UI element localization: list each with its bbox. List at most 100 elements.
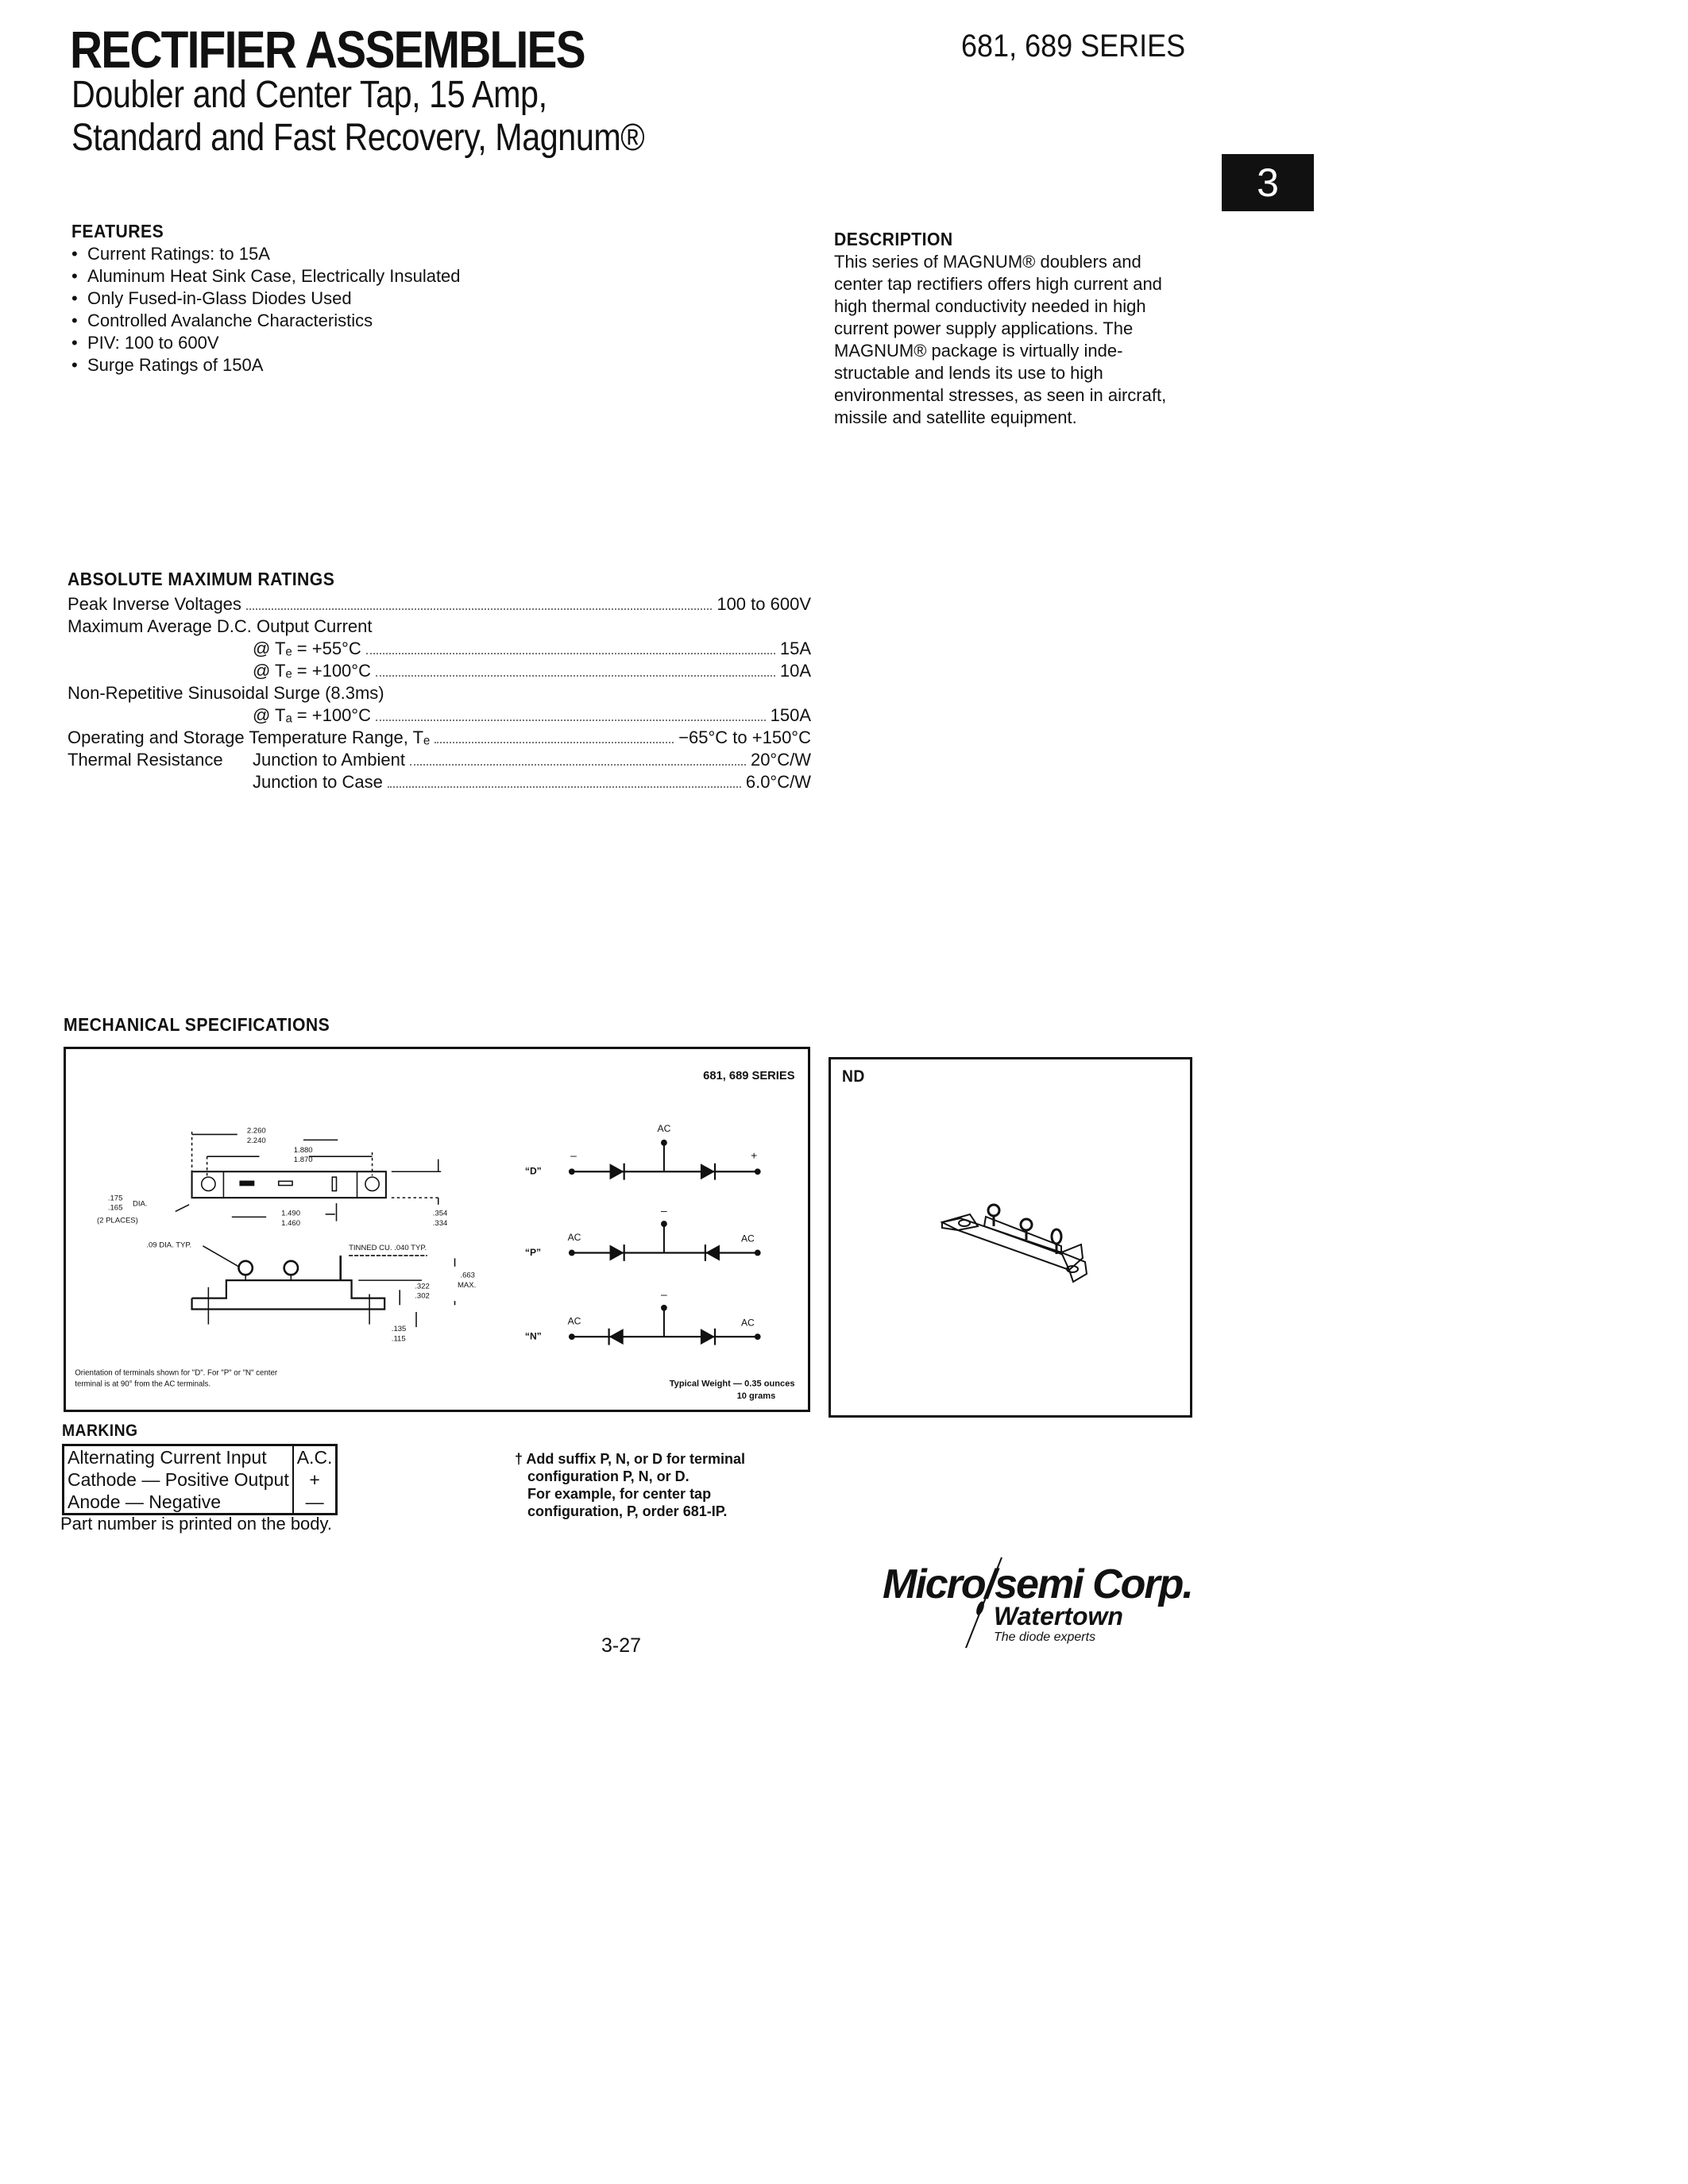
- leader-dots: [435, 742, 674, 743]
- marking-symbol: A.C.: [292, 1445, 337, 1468]
- section-tab: 3: [1222, 154, 1314, 211]
- feature-item: •Aluminum Heat Sink Case, Electrically I…: [71, 266, 461, 286]
- mounting-hole-icon: [365, 1176, 380, 1192]
- rating-row-current: Maximum Average D.C. Output Current: [68, 615, 811, 637]
- dim-flange-min: .115: [392, 1334, 406, 1343]
- diode-icon: [609, 1163, 624, 1180]
- microsemi-logo: Micro/semi Corp. Watertown The diode exp…: [883, 1551, 1194, 1650]
- dim-height-label: MAX.: [458, 1281, 476, 1290]
- features-list: •Current Ratings: to 15A •Aluminum Heat …: [71, 243, 461, 376]
- rating-value: 6.0°C/W: [745, 772, 811, 792]
- marking-row: Anode — Negative—: [64, 1491, 337, 1515]
- terminal-eyelet-icon: [283, 1260, 299, 1276]
- dim-body-h-max: .322: [415, 1283, 430, 1291]
- bullet-icon: •: [71, 244, 78, 264]
- rating-row-temp: Operating and Storage Temperature Range,…: [68, 726, 811, 748]
- dim-hole-places: (2 PLACES): [97, 1216, 138, 1225]
- feature-item: •Only Fused-in-Glass Diodes Used: [71, 288, 352, 308]
- terminal-eyelet-icon: [238, 1260, 254, 1276]
- terminal-label: AC: [741, 1233, 755, 1244]
- marking-desc: Anode — Negative: [68, 1491, 222, 1512]
- dim-hole-dia-label: DIA.: [133, 1200, 148, 1209]
- orientation-note: terminal is at 90° from the AC terminals…: [75, 1380, 211, 1389]
- side-view: .09 DIA. TYP. TINNED CU. .040 TYP. .663 …: [146, 1241, 476, 1344]
- rating-label: Peak Inverse Voltages: [68, 594, 241, 614]
- top-view: 2.260 2.240 1.880 1.870 1.490 1.460 .354…: [97, 1127, 448, 1228]
- description-line: high thermal conductivity needed in high: [834, 296, 1146, 316]
- page-number: 3-27: [601, 1634, 642, 1657]
- dim-body-max: 1.490: [281, 1210, 300, 1218]
- feature-item: •Current Ratings: to 15A: [71, 244, 270, 264]
- dim-hole-min: 1.870: [294, 1156, 313, 1164]
- dim-hole-max: 1.880: [294, 1146, 313, 1155]
- order-note-line: † Add suffix P, N, or D for terminal: [515, 1451, 746, 1467]
- feature-item: •PIV: 100 to 600V: [71, 333, 219, 353]
- order-note-line: configuration P, N, or D.: [527, 1468, 689, 1484]
- typical-weight: Typical Weight — 0.35 ounces: [670, 1379, 795, 1389]
- description-line: current power supply applications. The: [834, 318, 1134, 338]
- schematic-d: “D” – AC +: [525, 1123, 761, 1180]
- rating-value: 100 to 600V: [717, 594, 811, 614]
- terminal-label: AC: [741, 1317, 755, 1328]
- dim-overall-max: 2.260: [247, 1127, 266, 1136]
- marking-row: Cathode — Positive Output+: [64, 1468, 337, 1491]
- series-label: 681, 689 SERIES: [961, 29, 1186, 64]
- rating-label: Thermal Resistance: [68, 750, 223, 770]
- order-note-line: For example, for center tap: [527, 1486, 712, 1502]
- terminal-label: –: [661, 1204, 667, 1217]
- dim-terminal-dia: .09 DIA. TYP.: [146, 1241, 191, 1250]
- leader-dots: [375, 720, 766, 721]
- order-note: † Add suffix P, N, or D for terminal con…: [515, 1450, 745, 1520]
- rating-row-piv: Peak Inverse Voltages 100 to 600V: [68, 592, 811, 615]
- marking-table: Alternating Current Input A.C. Cathode — …: [62, 1444, 338, 1515]
- dim-tinned: TINNED CU. .040 TYP.: [349, 1244, 427, 1252]
- marking-desc: Alternating Current Input: [68, 1447, 267, 1468]
- rating-label: @ Tₐ = +100°C: [253, 705, 371, 725]
- schematic-label: “D”: [525, 1166, 542, 1177]
- dim-hole-dia-min: .165: [108, 1204, 123, 1213]
- dim-hole-dia-max: .175: [108, 1194, 123, 1203]
- bullet-icon: •: [71, 355, 78, 375]
- dim-body-h-min: .302: [415, 1292, 430, 1301]
- terminal-label: –: [570, 1149, 577, 1162]
- leader-dots: [387, 786, 741, 788]
- rating-value: 10A: [779, 661, 811, 681]
- logo-tagline: The diode experts: [994, 1630, 1096, 1644]
- nd-package-box: ND: [829, 1057, 1192, 1418]
- drawing-series-label: 681, 689 SERIES: [703, 1070, 795, 1082]
- diode-icon: [608, 1329, 624, 1345]
- description-line: environmental stresses, as seen in aircr…: [834, 385, 1167, 405]
- logo-slash-mark: [965, 1557, 1002, 1649]
- rating-label: @ Tₑ = +55°C: [253, 639, 361, 658]
- dim-width-max: .354: [433, 1210, 448, 1218]
- rating-value: −65°C to +150°C: [678, 727, 811, 747]
- diode-icon: [700, 1163, 715, 1180]
- order-note-line: configuration, P, order 681-IP.: [527, 1503, 728, 1519]
- rating-value: 15A: [779, 639, 811, 658]
- rating-row-surge: Non-Repetitive Sinusoidal Surge (8.3ms): [68, 681, 811, 704]
- description-line: MAGNUM® package is virtually inde-: [834, 341, 1123, 361]
- dim-body-min: 1.460: [281, 1219, 300, 1228]
- terminal-label: AC: [658, 1123, 671, 1134]
- marking-symbol: +: [292, 1468, 337, 1491]
- rating-label: Non-Repetitive Sinusoidal Surge (8.3ms): [68, 683, 384, 703]
- bullet-icon: •: [71, 333, 78, 353]
- schematic-p: “P” AC – AC: [525, 1204, 761, 1261]
- marking-row: Alternating Current Input A.C.: [64, 1445, 337, 1468]
- dim-width-min: .334: [433, 1219, 448, 1228]
- description-line: This series of MAGNUM® doublers and: [834, 252, 1141, 272]
- schematic-label: “N”: [525, 1331, 542, 1342]
- leader-dots: [410, 764, 746, 766]
- marking-desc: Cathode — Positive Output: [68, 1469, 289, 1490]
- dim-height-max: .663: [460, 1271, 475, 1280]
- rating-row-current-55: @ Tₑ = +55°C 15A: [68, 637, 811, 659]
- features-heading: FEATURES: [71, 221, 164, 241]
- ratings-table: Peak Inverse Voltages 100 to 600V Maximum…: [68, 592, 811, 793]
- orientation-note: Orientation of terminals shown for "D". …: [75, 1369, 278, 1378]
- typical-weight-grams: 10 grams: [737, 1391, 776, 1401]
- bullet-icon: •: [71, 311, 78, 330]
- dim-flange-max: .135: [392, 1325, 407, 1333]
- bullet-icon: •: [71, 288, 78, 308]
